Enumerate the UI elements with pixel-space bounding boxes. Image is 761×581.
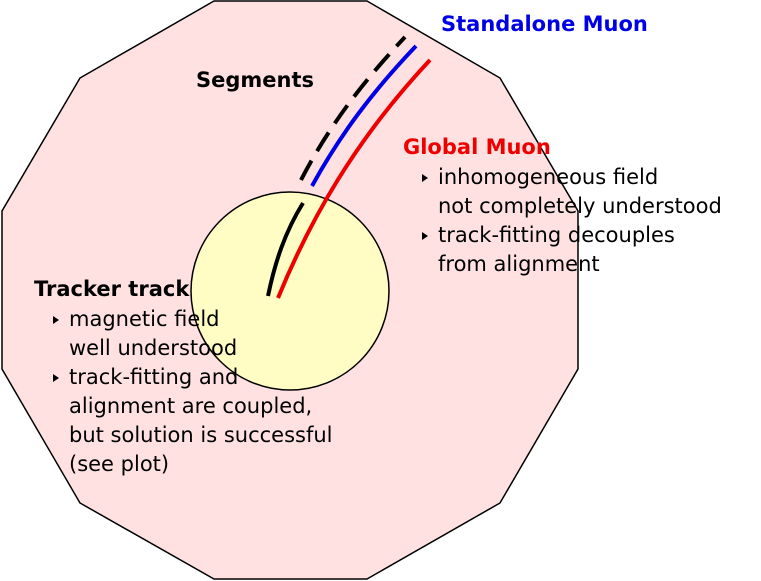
tracker-circle bbox=[190, 191, 390, 391]
bullet-triangle-icon bbox=[422, 174, 428, 182]
bullet-text-continued: but solution is successful bbox=[69, 423, 333, 447]
segments-line bbox=[299, 35, 407, 181]
bullet-text: magnetic field bbox=[69, 307, 220, 331]
global-muon-notes: inhomogeneous field not completely under… bbox=[422, 163, 722, 279]
tracker-track-notes: magnetic field well understood track-fit… bbox=[53, 305, 333, 479]
bullet-triangle-icon bbox=[53, 316, 59, 324]
standalone-muon-line bbox=[310, 44, 418, 187]
bullet-text-continued: alignment are coupled, bbox=[69, 394, 313, 418]
bullet-item: track-fitting decouples bbox=[422, 221, 722, 250]
bullet-text: inhomogeneous field bbox=[438, 165, 659, 189]
global-muon-label: Global Muon bbox=[403, 135, 551, 159]
standalone-muon-label: Standalone Muon bbox=[441, 12, 648, 36]
tracker-track-line bbox=[266, 201, 305, 297]
bullet-item: track-fitting and bbox=[53, 363, 333, 392]
bullet-text: track-fitting and bbox=[69, 365, 239, 389]
global-muon-line bbox=[276, 58, 432, 299]
bullet-text-continued: (see plot) bbox=[69, 452, 170, 476]
bullet-text: track-fitting decouples bbox=[438, 223, 675, 247]
bullet-triangle-icon bbox=[53, 374, 59, 382]
bullet-triangle-icon bbox=[422, 232, 428, 240]
segments-label: Segments bbox=[196, 68, 315, 92]
bullet-item: magnetic field bbox=[53, 305, 333, 334]
bullet-text-continued: well understood bbox=[69, 336, 238, 360]
bullet-text-continued: from alignment bbox=[438, 252, 600, 276]
bullet-item: inhomogeneous field bbox=[422, 163, 722, 192]
tracker-track-label: Tracker track bbox=[34, 277, 190, 301]
bullet-text-continued: not completely understood bbox=[438, 194, 722, 218]
